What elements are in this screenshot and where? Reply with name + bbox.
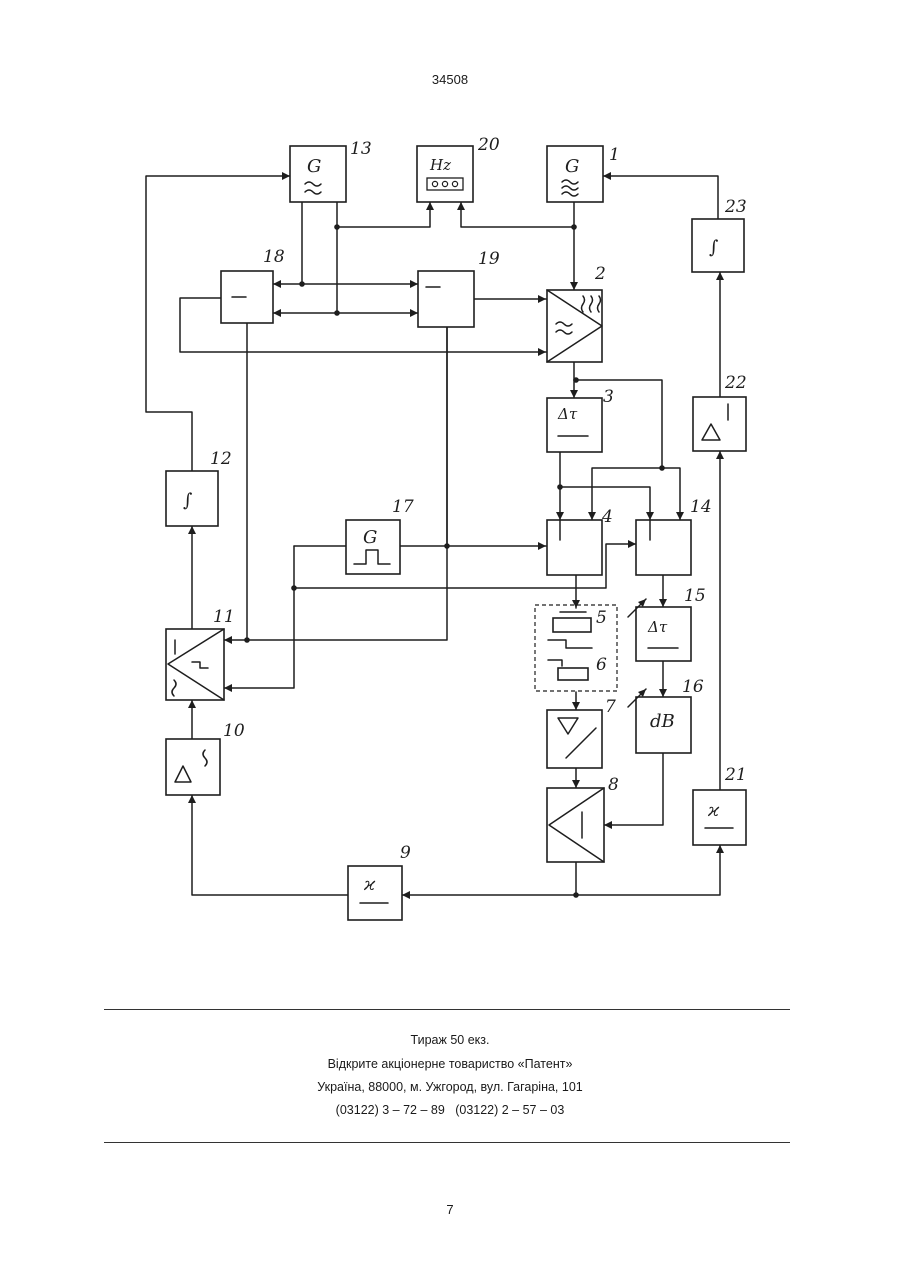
svg-text:∫: ∫ [709,237,719,258]
label-16: 16 [682,677,704,697]
block-15-delay: Δτ [628,599,691,661]
block-1-generator: G [547,146,603,202]
footer-address: Україна, 88000, м. Ужгород, вул. Гагарін… [0,1080,900,1094]
label-6: 6 [596,655,607,675]
svg-text:ϰ: ϰ [363,874,376,895]
block-21-coefficient: ϰ [693,790,746,845]
block-16-attenuator: dB [628,689,691,753]
footer-circulation: Тираж 50 екз. [0,1033,900,1047]
block-4-switch [547,520,602,575]
svg-text:∫: ∫ [183,490,193,511]
label-23: 23 [724,197,747,217]
label-1: 1 [609,145,620,165]
svg-text:G: G [307,156,321,177]
footer-rule-top [104,1009,790,1010]
block-8-converter [547,788,604,862]
block-12-integrator: ∫ [166,471,218,526]
block-23-integrator: ∫ [692,219,744,272]
page-number: 7 [0,1202,900,1217]
block-6-element [548,660,588,680]
svg-text:Hz: Hz [429,156,451,174]
label-8: 8 [608,775,619,795]
block-14-switch [636,520,691,575]
block-11-mixer [166,629,224,700]
footer-rule-bottom [104,1142,790,1143]
label-10: 10 [223,721,245,741]
label-21: 21 [724,765,747,785]
block-2-amplifier [547,290,602,362]
label-11: 11 [213,607,235,627]
label-3: 3 [603,387,614,407]
svg-text:Δτ: Δτ [647,618,668,636]
label-4: 4 [601,507,613,527]
label-19: 19 [478,249,500,269]
label-12: 12 [210,449,232,469]
label-5: 5 [596,608,607,628]
footer-publisher: Відкрите акціонерне товариство «Патент» [0,1057,900,1071]
label-18: 18 [263,247,285,267]
svg-text:dB: dB [650,711,675,732]
label-15: 15 [684,586,706,606]
block-7-threshold [547,710,602,768]
label-20: 20 [477,135,500,155]
label-13: 13 [350,139,372,159]
label-17: 17 [392,497,414,517]
block-18-switch [221,271,273,323]
block-19-switch [418,271,474,327]
footer-phones: (03122) 3 – 72 – 89 (03122) 2 – 57 – 03 [0,1103,900,1117]
block-3-delay: Δτ [547,398,602,452]
block-9-coefficient: ϰ [348,866,402,920]
block-10-comparator [166,739,220,795]
svg-text:G: G [565,156,579,177]
block-13-generator: G [290,146,346,202]
label-7: 7 [605,697,616,717]
label-14: 14 [690,497,712,517]
label-9: 9 [400,843,411,863]
label-22: 22 [724,373,747,393]
block-17-pulse-generator: G [346,520,400,574]
label-2: 2 [594,264,606,284]
block-5-element [548,612,592,648]
svg-text:Δτ: Δτ [557,405,578,423]
svg-text:ϰ: ϰ [707,800,720,821]
block-22-comparator [693,397,746,451]
svg-text:G: G [363,527,377,548]
block-20-frequency-meter: Hz [417,146,473,202]
